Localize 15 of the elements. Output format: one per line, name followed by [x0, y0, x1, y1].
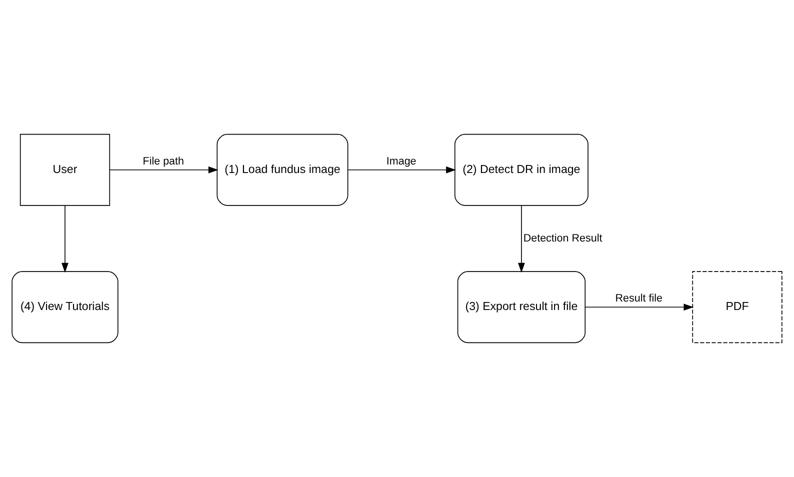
arrow	[62, 205, 68, 273]
edge-label: Image	[386, 155, 416, 168]
edge-label: File path	[142, 155, 184, 168]
arrow	[584, 304, 694, 311]
node-box: (1) Load fundus image	[216, 134, 348, 206]
edge-label: Detection Result	[523, 232, 602, 244]
node-box: PDF	[692, 271, 782, 344]
node-box: (3) Export result in file	[457, 271, 586, 344]
edge-label: Result file	[615, 292, 662, 305]
node-box: (2) Detect DR in image	[454, 134, 588, 206]
node-box: (4) View Tutorials	[12, 271, 118, 344]
node-box: User	[20, 134, 110, 206]
arrow	[518, 205, 525, 273]
arrow	[348, 166, 456, 174]
arrow	[109, 166, 218, 174]
